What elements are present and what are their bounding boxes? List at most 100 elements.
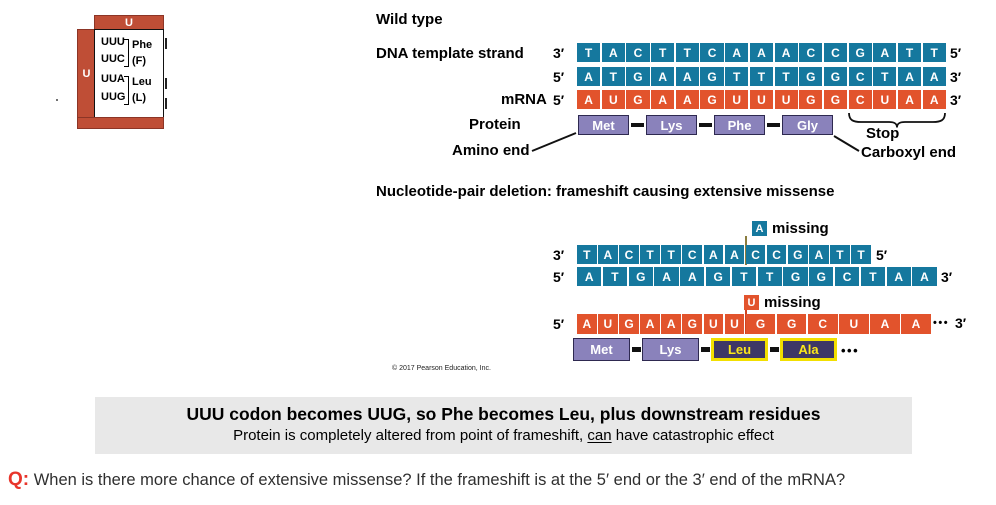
summary-line2-post: have catastrophic effect (611, 427, 774, 444)
nucleotide-g: G (809, 267, 834, 286)
amino-acid-met: Met (578, 115, 629, 135)
nucleotide-a: A (897, 90, 922, 109)
peptide-bond (700, 347, 710, 352)
nucleotide-g: G (799, 67, 823, 86)
protein-continues-dots: ••• (841, 343, 860, 358)
strand-end-5prime: 5′ (553, 92, 565, 108)
nucleotide-g: G (626, 90, 650, 109)
nucleotide-t: T (851, 245, 871, 264)
strand-end-5prime: 5′ (950, 45, 962, 61)
nucleotide-u: U (724, 314, 745, 334)
nucleotide-u: U (601, 90, 625, 109)
nucleotide-a: A (897, 67, 922, 86)
peptide-bond (699, 122, 712, 128)
nucleotide-t: T (731, 267, 757, 286)
amino-name-phe: Phe (132, 39, 153, 51)
nucleotide-u: U (703, 314, 724, 334)
amino-end-pointer-line (531, 132, 577, 152)
nucleotide-t: T (640, 245, 660, 264)
mrna-continues-dots: ••• (933, 317, 950, 329)
strand-end-3prime: 3′ (950, 69, 962, 85)
table-edge-mark (165, 78, 167, 89)
nucleotide-c: C (823, 43, 848, 62)
peptide-bond (631, 122, 644, 128)
nucleotide-g: G (682, 314, 703, 334)
nucleotide-c: C (745, 245, 766, 264)
missing-a-base: A (752, 221, 767, 236)
nucleotide-a: A (661, 314, 681, 334)
nucleotide-g: G (705, 267, 731, 286)
nucleotide-t: T (922, 43, 946, 62)
strand-end-5prime: 5′ (876, 247, 888, 263)
nucleotide-a: A (774, 43, 798, 62)
amino-acid-ala: Ala (780, 338, 837, 361)
nucleotide-t: T (757, 267, 782, 286)
nucleotide-a: A (601, 43, 625, 62)
strand-end-5prime: 5′ (553, 269, 565, 285)
missing-word: missing (764, 294, 821, 311)
question-text: When is there more chance of extensive m… (33, 471, 846, 489)
nucleotide-a: A (870, 314, 900, 334)
nucleotide-u: U (839, 314, 869, 334)
nucleotide-a: A (901, 314, 931, 334)
amino-acid-lys: Lys (646, 115, 697, 135)
nucleotide-u: U (598, 314, 618, 334)
nucleotide-t: T (577, 43, 601, 62)
nucleotide-t: T (774, 67, 798, 86)
missing-u-base: U (744, 295, 759, 310)
nucleotide-a: A (651, 67, 675, 86)
question-prefix: Q: (8, 469, 30, 490)
codon-group-bracket (124, 39, 129, 67)
nucleotide-c: C (700, 43, 724, 62)
nucleotide-t: T (601, 67, 625, 86)
nucleotide-a: A (922, 90, 946, 109)
nucleotide-g: G (700, 90, 724, 109)
summary-line2-pre: Protein is completely altered from point… (233, 427, 588, 444)
nucleotide-a: A (577, 90, 601, 109)
nucleotide-c: C (834, 267, 860, 286)
nucleotide-a: A (809, 245, 829, 264)
nucleotide-c: C (619, 245, 639, 264)
nucleotide-u: U (749, 90, 773, 109)
table-edge-mark (165, 98, 167, 109)
nucleotide-a: A (577, 67, 601, 86)
amino-acid-phe: Phe (714, 115, 765, 135)
nucleotide-g: G (787, 245, 808, 264)
nucleotide-t: T (725, 67, 749, 86)
nucleotide-t: T (661, 245, 681, 264)
missing-word: missing (772, 220, 829, 237)
nucleotide-t: T (873, 67, 897, 86)
codon-group-bracket (124, 76, 129, 105)
nucleotide-a: A (577, 314, 597, 334)
strand-end-3prime: 3′ (955, 315, 967, 331)
nucleotide-a: A (680, 267, 705, 286)
deletion-title: Nucleotide-pair deletion: frameshift cau… (376, 183, 835, 200)
nucleotide-g: G (848, 43, 872, 62)
carboxyl-end-label: Carboxyl end (861, 144, 957, 161)
question-row: Q: When is there more chance of extensiv… (8, 469, 845, 491)
nucleotide-c: C (807, 314, 838, 334)
strand-end-3prime: 3′ (553, 45, 565, 61)
summary-line2-underlined: can (587, 427, 612, 444)
table-edge-mark (165, 38, 167, 49)
nucleotide-a: A (675, 90, 699, 109)
strand-end-5prime: 5′ (553, 69, 565, 85)
nucleotide-t: T (602, 267, 628, 286)
amino-abbr-f: (F) (132, 55, 147, 67)
amino-end-label: Amino end (452, 142, 530, 159)
amino-acid-leu: Leu (711, 338, 768, 361)
nucleotide-a: A (922, 67, 946, 86)
strand-end-3prime: 3′ (553, 247, 565, 263)
codon-uuc: UUC (101, 53, 125, 65)
summary-line1: UUU codon becomes UUG, so Phe becomes Le… (186, 404, 821, 424)
codon-table-cell: UUU UUC Phe (F) UUA UUG Leu (L) (94, 29, 164, 119)
nucleotide-a: A (873, 43, 897, 62)
nucleotide-c: C (848, 90, 872, 109)
